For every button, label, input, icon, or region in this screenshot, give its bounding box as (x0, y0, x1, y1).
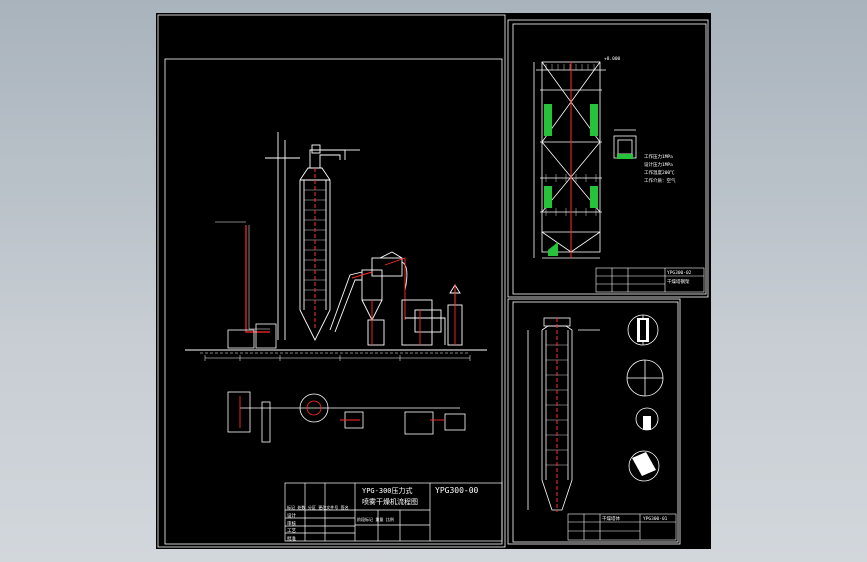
main-title-line-2: 喷雾干燥机流程图 (362, 497, 418, 506)
green-section-hatch (544, 104, 598, 256)
title-block-row-1: 标记 处数 分区 更改文件号 签名 (287, 504, 349, 510)
spec-line-4: 工作介质：空气 (644, 177, 676, 184)
tower-title: 干燥塔钢架 (667, 278, 690, 285)
main-title-line-1: YPG-300压力式 (362, 486, 413, 495)
drawing-space (156, 13, 711, 549)
elevation-top-label: +8.000 (604, 56, 621, 62)
air-heater-icon[interactable] (215, 221, 277, 349)
title-block-row-5: 批准 (287, 535, 296, 542)
title-block-row-4: 工艺 (287, 528, 296, 534)
title-block-chamber (567, 513, 677, 541)
tower-drawing-code: YPG300-02 (667, 270, 692, 276)
spec-line-3: 工作温度200℃ (644, 169, 675, 176)
chamber-title: 干燥塔体 (602, 515, 620, 522)
chamber-drawing-code: YPG300-01 (643, 516, 668, 522)
main-drawing-code: YPG300-00 (435, 486, 479, 495)
spec-line-1: 工作压力1MPa (644, 153, 673, 160)
bag-filter-icon[interactable] (401, 299, 446, 346)
title-block-main (284, 482, 503, 542)
detail-circles (626, 314, 664, 482)
plan-view[interactable] (227, 391, 466, 443)
sheet-chamber[interactable] (507, 298, 681, 545)
title-block-columns: 阶段标记 重量 比例 (357, 516, 394, 522)
title-block-row-3: 审核 (287, 520, 296, 527)
spec-line-2: 设计压力1MPa (644, 161, 673, 168)
sheet-main-process-flow[interactable] (157, 14, 506, 548)
title-block-tower (595, 267, 705, 293)
title-block-row-2: 设计 (287, 512, 296, 519)
sheet-tower-frame[interactable] (507, 19, 709, 298)
